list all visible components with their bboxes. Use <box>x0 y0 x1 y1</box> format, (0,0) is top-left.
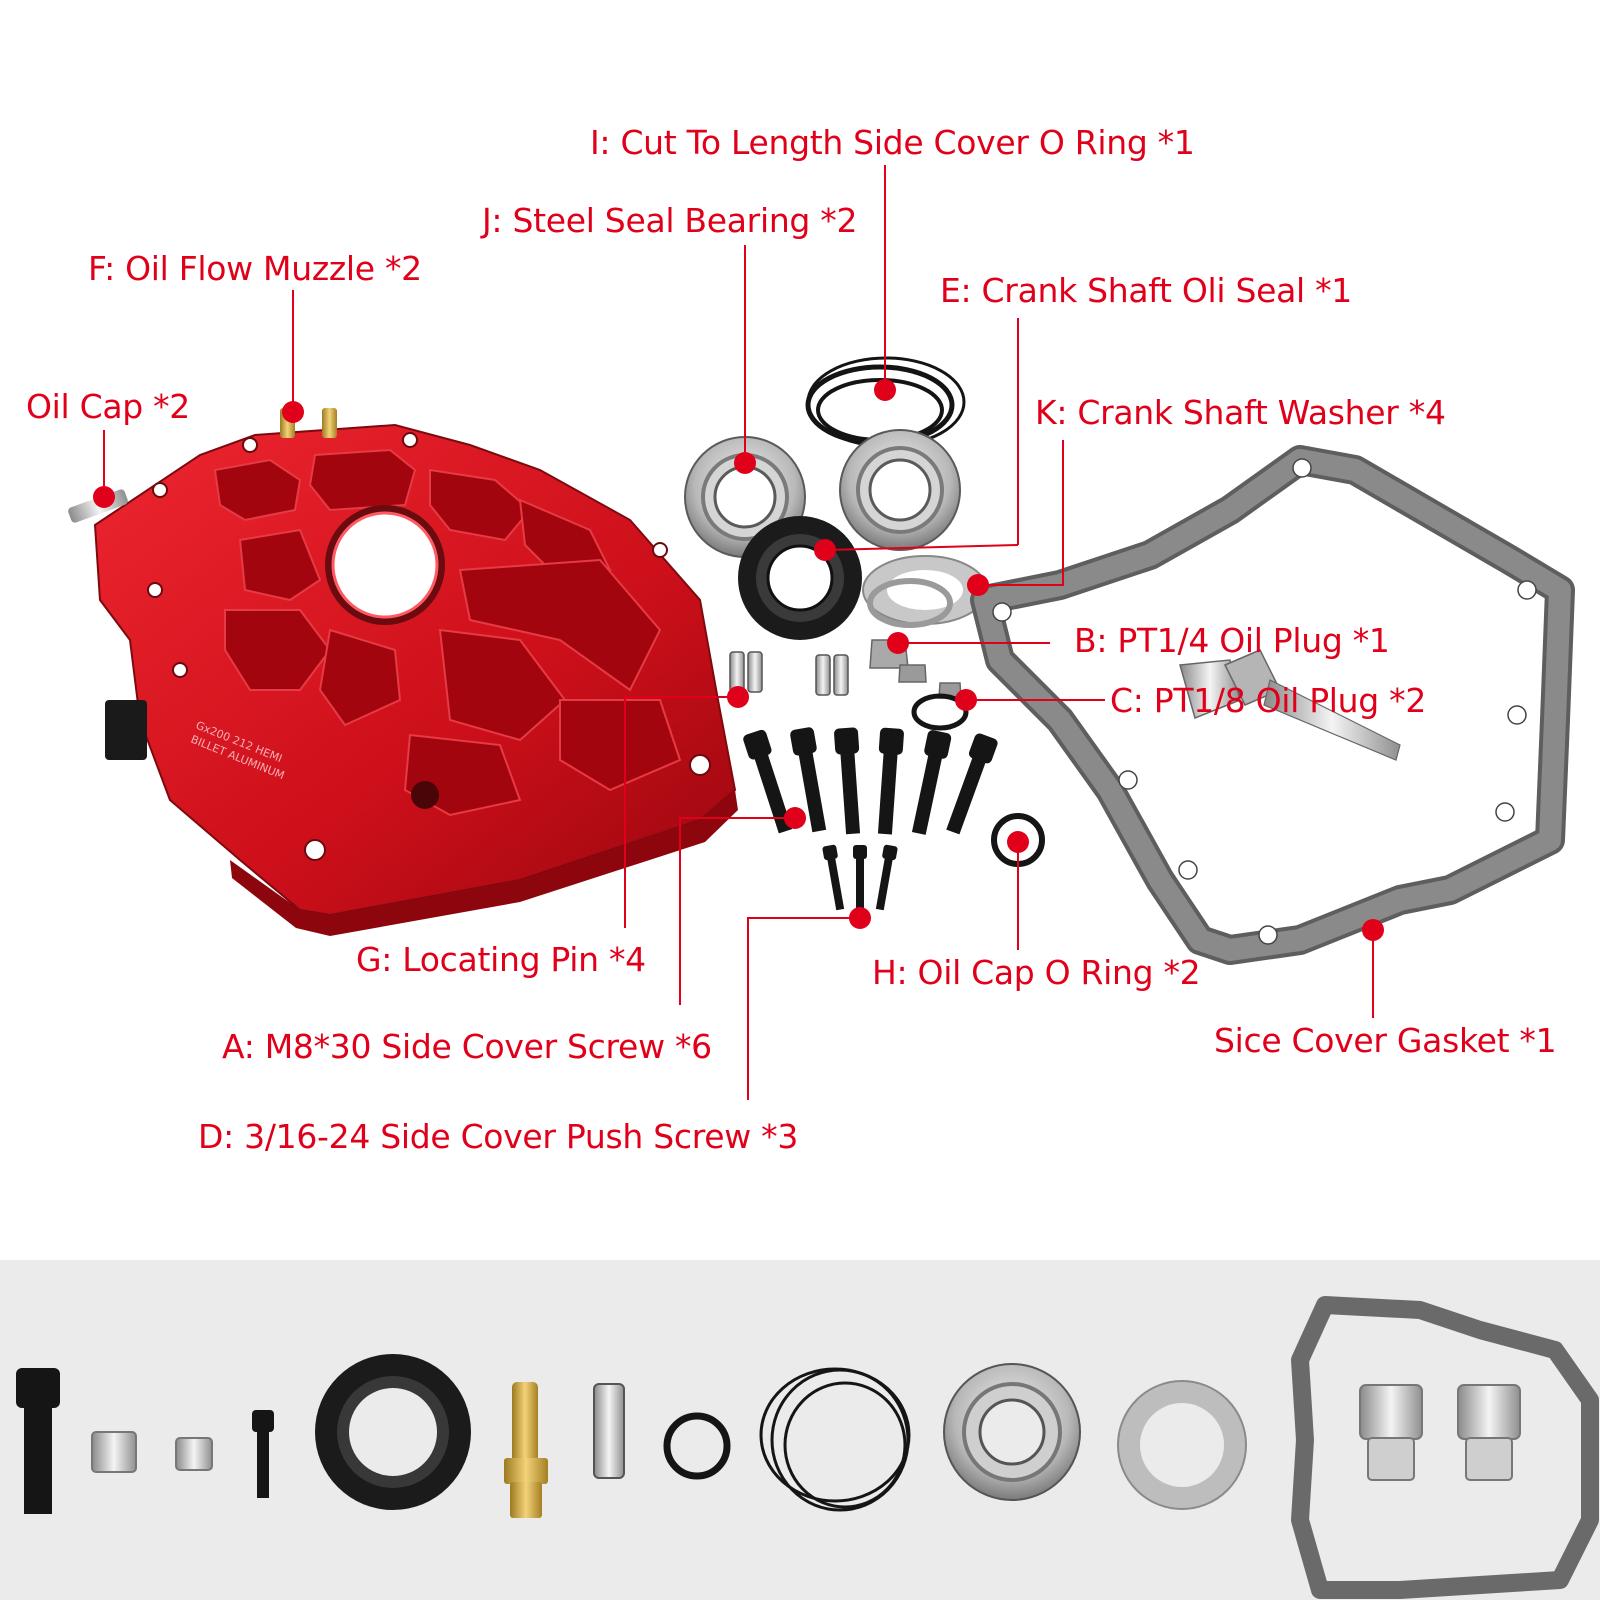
label-gasket: Sice Cover Gasket *1 <box>1214 1021 1557 1060</box>
bottom-parts-row <box>16 1296 1599 1599</box>
label-h-oil-cap-o-ring: H: Oil Cap O Ring *2 <box>872 953 1201 992</box>
side-cover-screws <box>743 727 998 835</box>
bottom-cord-o-ring <box>759 1367 911 1512</box>
bottom-push-screw <box>252 1410 274 1498</box>
bottom-oil-plug-large <box>91 1431 137 1473</box>
oil-plugs <box>869 639 962 699</box>
label-k-washer: K: Crank Shaft Washer *4 <box>1035 393 1446 432</box>
bottom-oil-plug-small <box>175 1437 213 1471</box>
bottom-bearing <box>943 1363 1081 1501</box>
label-a-screw: A: M8*30 Side Cover Screw *6 <box>222 1027 712 1066</box>
steel-seal-bearings <box>684 429 961 558</box>
label-c-oil-plug: C: PT1/8 Oil Plug *2 <box>1110 681 1427 720</box>
bottom-gasket-with-caps <box>1291 1296 1599 1599</box>
bottom-o-ring <box>663 1412 731 1480</box>
crank-shaft-oil-seal <box>738 516 862 640</box>
label-oil-cap: Oil Cap *2 <box>26 387 190 426</box>
label-e-oil-seal: E: Crank Shaft Oli Seal *1 <box>940 271 1352 310</box>
side-cover-gasket <box>970 445 1575 965</box>
small-o-ring-near-screws <box>911 693 969 731</box>
label-i-o-ring: I: Cut To Length Side Cover O Ring *1 <box>590 123 1195 162</box>
callout-dots <box>93 379 1384 941</box>
push-screws <box>822 844 898 912</box>
oil-cap-dipstick <box>1179 649 1401 761</box>
bottom-socket-screw <box>16 1368 60 1514</box>
label-b-oil-plug: B: PT1/4 Oil Plug *1 <box>1074 621 1390 660</box>
callout-lines <box>103 165 1374 1100</box>
label-j-bearing: J: Steel Seal Bearing *2 <box>482 201 858 240</box>
label-g-locating-pin: G: Locating Pin *4 <box>356 940 646 979</box>
locating-pins <box>729 651 849 696</box>
bottom-brass-muzzle <box>504 1382 548 1518</box>
bottom-locating-pin <box>593 1383 625 1479</box>
bottom-washer <box>1117 1380 1247 1510</box>
crank-shaft-washers <box>862 555 988 628</box>
side-cover-plate: Gx200 212 HEMI BILLET ALUMINUM <box>93 423 738 936</box>
label-d-push-screw: D: 3/16-24 Side Cover Push Screw *3 <box>198 1117 799 1156</box>
bottom-oil-seal <box>315 1354 471 1510</box>
label-f-oil-flow-muzzle: F: Oil Flow Muzzle *2 <box>88 249 422 288</box>
